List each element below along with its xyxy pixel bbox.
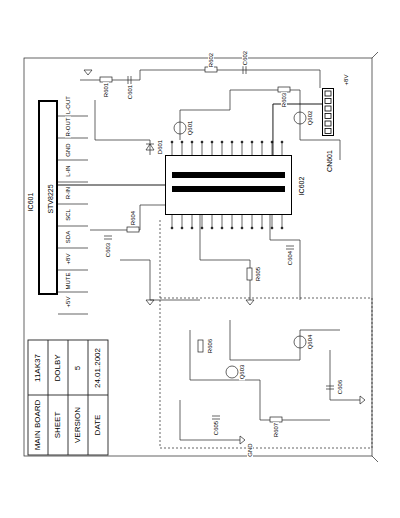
capacitor-symbols [104,66,334,419]
pin-name: MUTE [65,272,71,291]
part-label: R601 [103,82,109,98]
pin-name: L-OUT [65,95,71,115]
part-label: C603 [105,242,111,258]
part-label: R602 [208,52,214,68]
title-cell: 11AK37 [34,353,42,383]
ground-symbols [84,70,365,444]
part-label: R604 [130,210,136,226]
part-label: C604 [287,250,293,266]
part-reference: IC601 [27,192,34,213]
title-cell: DOLBY [54,353,62,382]
pin-name: R-IN [65,186,71,200]
part-label: R605 [255,266,261,282]
diode-symbol [146,144,154,150]
ic-box: IC601STV8225 [38,100,58,295]
resistor-symbols [100,67,290,422]
ic-bands [172,172,285,192]
pin-name: SCL [65,208,71,222]
signal-wire [273,104,322,155]
pin-name: +8V [65,253,71,266]
connector-box: CN601 [322,88,334,136]
part-label: C605 [213,420,219,436]
title-cell: VERSION [74,406,82,444]
title-cell: 5 [74,365,82,371]
frame-mark [372,52,378,58]
pin-name: +5V [65,296,71,309]
connector-pins [325,91,331,134]
part-label: C606 [337,379,343,395]
part-label: +8V [343,74,349,87]
sub-circuit-region [160,298,372,448]
part-label: D601 [157,139,163,155]
part-label: Q602 [307,110,313,127]
part-label: R607 [273,422,279,438]
title-cell: 24.01.2002 [94,347,102,389]
pin-name: GND [65,142,71,157]
part-label: Q601 [187,120,193,137]
title-cell: DATE [94,414,102,437]
part-label: R603 [281,92,287,108]
pin-name: SDA [65,230,71,244]
sheet-frame [24,58,372,456]
title-cell: SHEET [54,411,62,440]
transistor-symbols [174,112,306,378]
ic-pins [58,116,283,314]
part-label: C601 [127,84,133,100]
part-label: Q603 [239,364,245,381]
frame-mark [372,456,378,462]
title-cell: MAIN BOARD [34,399,42,452]
wiring [80,70,360,440]
title-block [28,340,108,455]
part-reference: STV8225 [47,183,54,214]
signal-wire [58,185,165,186]
region-boundary [160,220,161,298]
pin-name: L-IN [65,164,71,177]
part-label: C602 [242,50,248,66]
part-reference: CN601 [326,149,333,173]
part-label: Q604 [307,334,313,351]
ic-box: IC602 [165,155,292,215]
pin-name: R-OUT [65,117,71,138]
part-label: GND [247,442,253,457]
part-label: R606 [207,338,213,354]
part-reference: IC602 [298,176,305,197]
